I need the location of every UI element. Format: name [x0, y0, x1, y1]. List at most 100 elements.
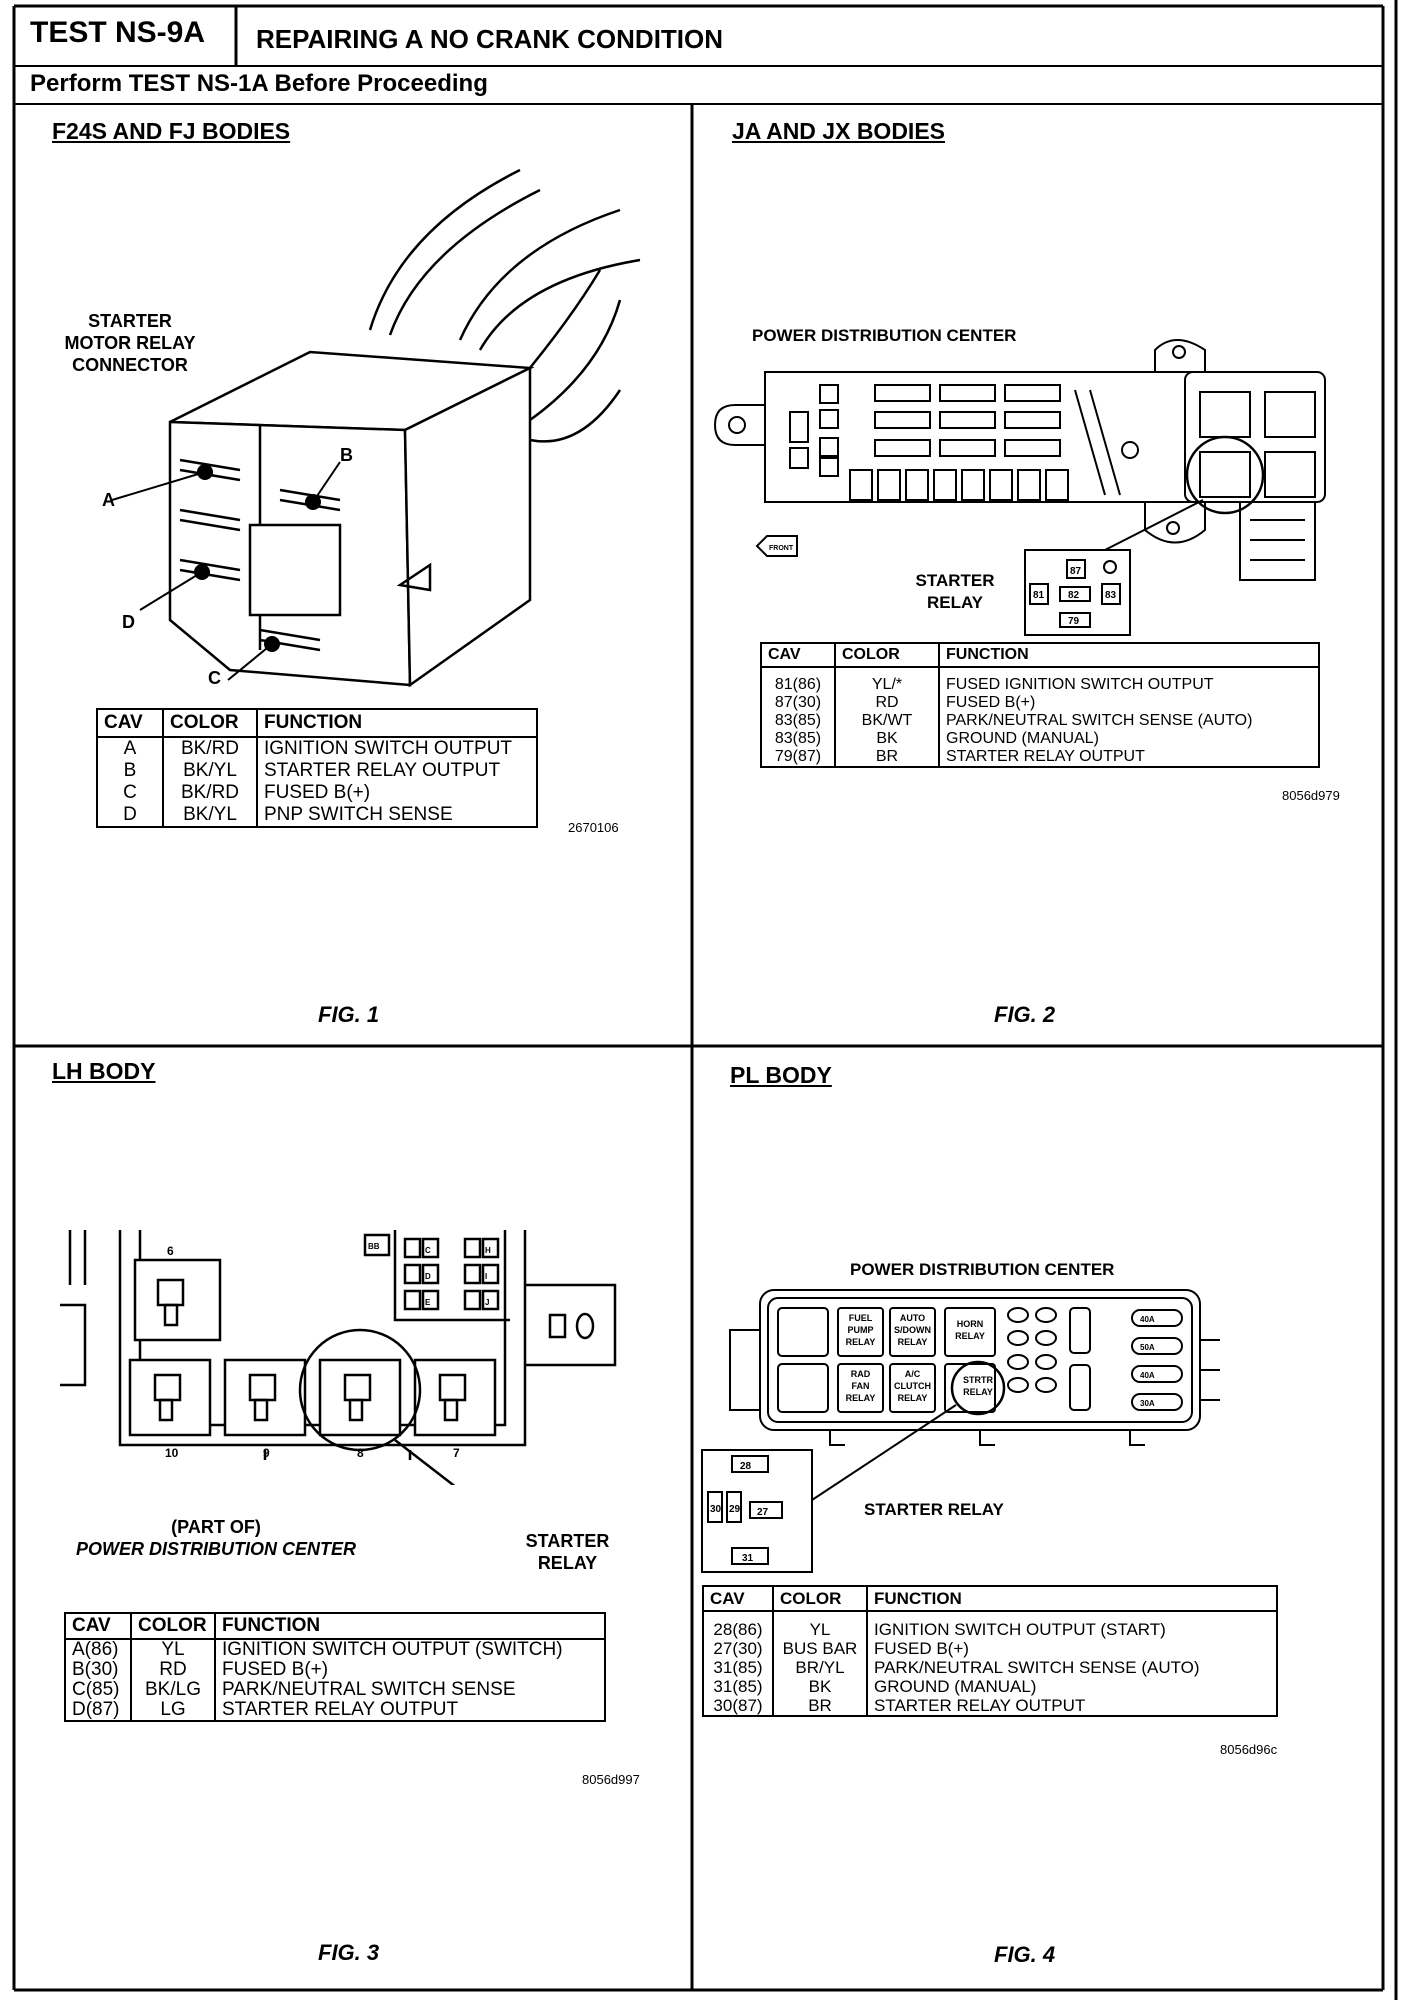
col-color: COLOR: [162, 708, 258, 738]
pdc-illustration-lh: 6 10 9 8 7 BB C D E H I J: [60, 1230, 617, 1485]
page-title: REPAIRING A NO CRANK CONDITION: [256, 24, 724, 54]
panel3-heading: LH BODY: [52, 1058, 156, 1084]
panel1-code: 2670106: [568, 820, 619, 835]
svg-text:29: 29: [729, 1504, 741, 1515]
svg-text:E: E: [425, 1298, 431, 1307]
table-row: 81(86)YL/*FUSED IGNITION SWITCH OUTPUT: [760, 667, 1320, 694]
col-function: FUNCTION: [214, 1612, 606, 1640]
svg-text:40A: 40A: [1140, 1315, 1155, 1324]
panel4-code: 8056d96c: [1220, 1742, 1278, 1757]
relay-pin-labels: 87 81 82 83 79 FRONT: [769, 545, 1117, 627]
col-cav: CAV: [760, 642, 836, 668]
svg-text:6: 6: [167, 1244, 174, 1258]
panel4-pdc-label: POWER DISTRIBUTION CENTER: [850, 1260, 1115, 1279]
panel2-heading: JA AND JX BODIES: [732, 118, 946, 144]
panel3-relay-label: STARTER RELAY: [525, 1531, 610, 1573]
svg-text:31: 31: [742, 1553, 754, 1564]
svg-text:83: 83: [1105, 590, 1117, 601]
svg-text:9: 9: [263, 1446, 270, 1460]
pdc-illustration-ja: 87 81 82 83 79 FRONT: [713, 339, 1326, 636]
svg-text:J: J: [485, 1298, 489, 1307]
svg-text:10: 10: [165, 1446, 179, 1460]
svg-text:8: 8: [357, 1446, 364, 1460]
panel2-relay-label: STARTER RELAY: [915, 571, 995, 612]
table-header-row: CAV COLOR FUNCTION: [702, 1585, 1278, 1612]
col-function: FUNCTION: [938, 642, 1320, 668]
panel3-part-of: (PART OF) POWER DISTRIBUTION CENTER: [75, 1517, 356, 1559]
svg-text:BB: BB: [368, 1242, 380, 1251]
col-color: COLOR: [130, 1612, 216, 1640]
svg-text:C: C: [425, 1246, 431, 1255]
panel3-code: 8056d997: [582, 1772, 640, 1787]
svg-text:40A: 40A: [1140, 1371, 1155, 1380]
panel4-relay-label: STARTER RELAY: [864, 1500, 1004, 1519]
col-cav: CAV: [96, 708, 164, 738]
table-header-row: CAV COLOR FUNCTION: [760, 642, 1320, 668]
fig3-caption: FIG. 3: [318, 1940, 380, 1965]
fig4-caption: FIG. 4: [994, 1942, 1056, 1967]
fig1-caption: FIG. 1: [318, 1002, 380, 1027]
svg-text:H: H: [485, 1246, 491, 1255]
callout-a: A: [102, 490, 115, 510]
svg-text:FRONT: FRONT: [769, 545, 794, 552]
svg-text:79: 79: [1068, 616, 1080, 627]
svg-text:7: 7: [453, 1446, 460, 1460]
col-function: FUNCTION: [256, 708, 538, 738]
svg-text:81: 81: [1033, 590, 1045, 601]
col-color: COLOR: [772, 1585, 868, 1612]
connector-label: STARTER MOTOR RELAY CONNECTOR: [64, 311, 196, 375]
test-id: TEST NS-9A: [30, 16, 206, 49]
panel2-table: CAV COLOR FUNCTION 81(86)YL/*FUSED IGNIT…: [760, 642, 1320, 768]
panel4-heading: PL BODY: [730, 1062, 832, 1088]
callout-b: B: [340, 445, 353, 465]
connector-illustration: [111, 168, 641, 688]
panel2-code: 8056d979: [1282, 788, 1340, 803]
svg-text:30: 30: [710, 1504, 722, 1515]
panel2-pdc-label: POWER DISTRIBUTION CENTER: [752, 326, 1017, 345]
panel1-heading: F24S AND FJ BODIES: [52, 118, 291, 144]
col-color: COLOR: [834, 642, 940, 668]
callout-c: C: [208, 668, 221, 688]
table-header-row: CAV COLOR FUNCTION: [64, 1612, 606, 1640]
table-header-row: CAV COLOR FUNCTION: [96, 708, 538, 738]
svg-text:I: I: [485, 1272, 487, 1281]
fig2-caption: FIG. 2: [994, 1002, 1056, 1027]
svg-text:50A: 50A: [1140, 1343, 1155, 1352]
col-cav: CAV: [64, 1612, 132, 1640]
col-function: FUNCTION: [866, 1585, 1278, 1612]
svg-text:27: 27: [757, 1507, 769, 1518]
svg-text:28: 28: [740, 1461, 752, 1472]
svg-text:87: 87: [1070, 566, 1082, 577]
page-subtitle: Perform TEST NS-1A Before Proceeding: [30, 70, 488, 97]
col-cav: CAV: [702, 1585, 774, 1612]
pdc-illustration-pl: 28 30 29 27 31 40A 50A 40A 30A: [701, 1289, 1220, 1573]
svg-text:82: 82: [1068, 590, 1080, 601]
svg-text:30A: 30A: [1140, 1399, 1155, 1408]
